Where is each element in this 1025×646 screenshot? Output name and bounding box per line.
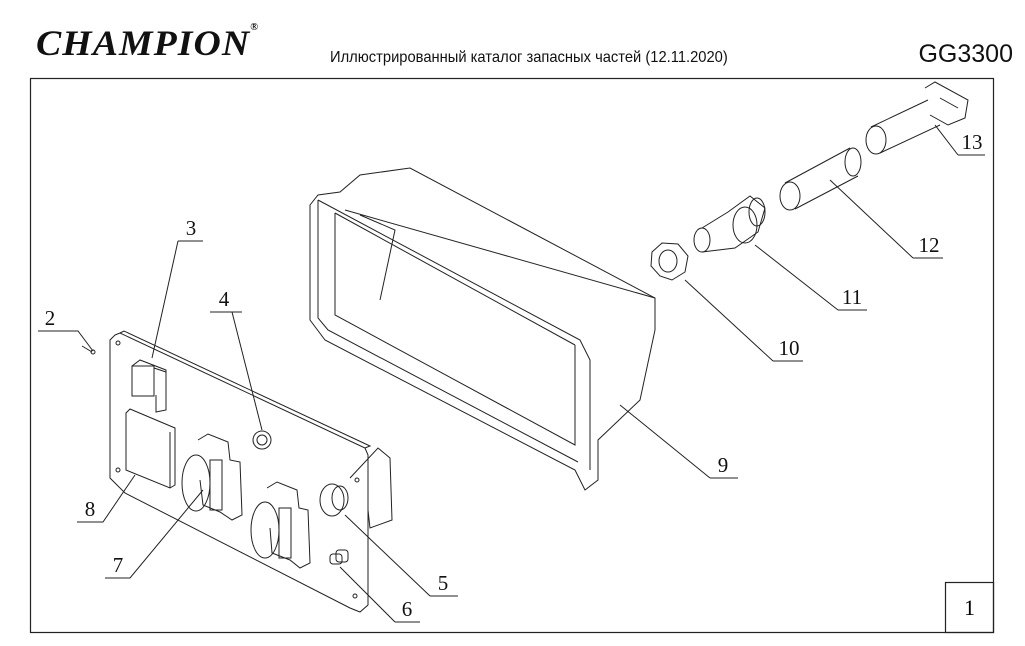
fitting-part-11 <box>693 195 766 253</box>
page-number-box <box>944 581 995 634</box>
control-panel-plate <box>109 330 372 613</box>
registered-mark: ® <box>250 22 260 33</box>
callout-6: 6 <box>402 597 413 621</box>
brand-name: CHAMPION <box>36 23 251 63</box>
callout-3: 3 <box>186 216 197 240</box>
callout-7: 7 <box>113 553 124 577</box>
callout-13: 13 <box>962 130 983 154</box>
catalog-title: Иллюстрированный каталог запасных частей… <box>330 49 728 66</box>
callout-8: 8 <box>85 497 96 521</box>
socket-part-7 <box>181 433 243 521</box>
page-number: 1 <box>964 594 975 620</box>
terminal-part-6 <box>329 549 349 565</box>
callout-2: 2 <box>45 306 56 330</box>
callout-4: 4 <box>219 287 230 311</box>
socket-second <box>250 481 311 569</box>
housing-part-9 <box>309 167 656 491</box>
callout-10: 10 <box>779 336 800 360</box>
tube-part-13 <box>865 81 969 155</box>
breaker-part-5 <box>319 447 393 529</box>
callout-leaders <box>38 124 985 623</box>
callout-5: 5 <box>438 571 449 595</box>
champion-logo: CHAMPION® <box>36 22 259 64</box>
diagram-frame <box>29 77 995 634</box>
nut-part-10 <box>650 242 689 281</box>
grommet-part-4 <box>252 430 272 450</box>
tube-part-12 <box>779 147 862 211</box>
screw-part-2 <box>81 345 96 355</box>
switch-part-3 <box>131 359 167 413</box>
model-number: GG3300 <box>918 40 1013 68</box>
callout-11: 11 <box>842 285 862 309</box>
callout-12: 12 <box>919 233 940 257</box>
module-part-8 <box>125 408 176 489</box>
callout-9: 9 <box>718 453 729 477</box>
